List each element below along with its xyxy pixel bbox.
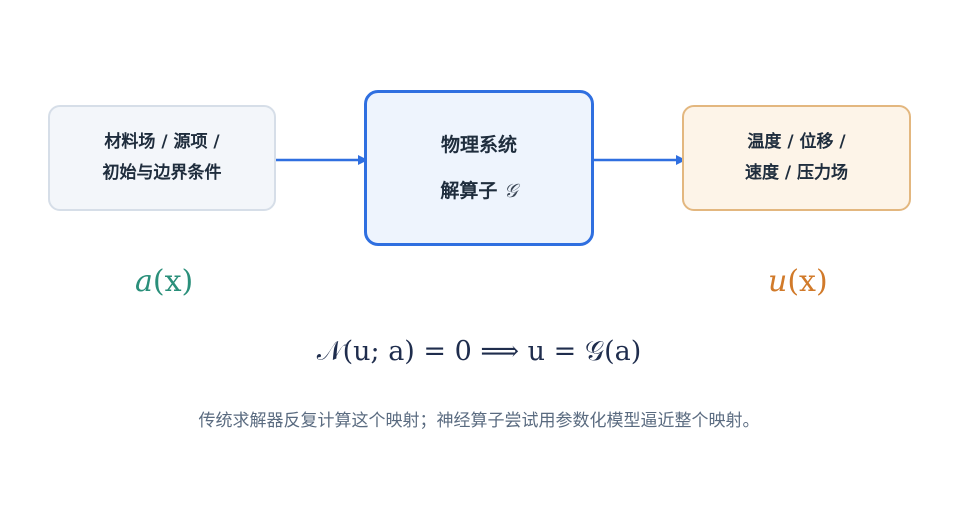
operator-box: 物理系统 解算子 𝒢 — [364, 90, 594, 246]
output-box-line1: 温度 / 位移 / — [747, 132, 846, 152]
output-box-line2: 速度 / 压力场 — [744, 163, 849, 183]
input-box-line1: 材料场 / 源项 / — [104, 132, 220, 152]
operator-box-title: 物理系统 — [440, 134, 517, 156]
output-box: 温度 / 位移 / 速度 / 压力场 — [682, 105, 911, 211]
operator-box-subtitle: 解算子 𝒢 — [440, 168, 517, 214]
operator-label: 解算子 — [440, 180, 505, 202]
input-function-label: a(x) — [135, 264, 193, 299]
output-function-label: u(x) — [768, 264, 828, 299]
input-function-name: a — [135, 264, 153, 299]
input-function-arg: (x) — [152, 264, 194, 299]
input-box-line2: 初始与边界条件 — [102, 163, 222, 183]
output-function-name: u — [768, 264, 788, 299]
operator-symbol: 𝒢 — [504, 180, 518, 202]
input-box: 材料场 / 源项 / 初始与边界条件 — [48, 105, 276, 211]
output-function-arg: (x) — [787, 264, 828, 299]
caption: 传统求解器反复计算这个映射；神经算子尝试用参数化模型逼近整个映射。 — [198, 411, 760, 431]
governing-equation: 𝒩(u; a) = 0 ⟹ u = 𝒢(a) — [316, 336, 642, 367]
